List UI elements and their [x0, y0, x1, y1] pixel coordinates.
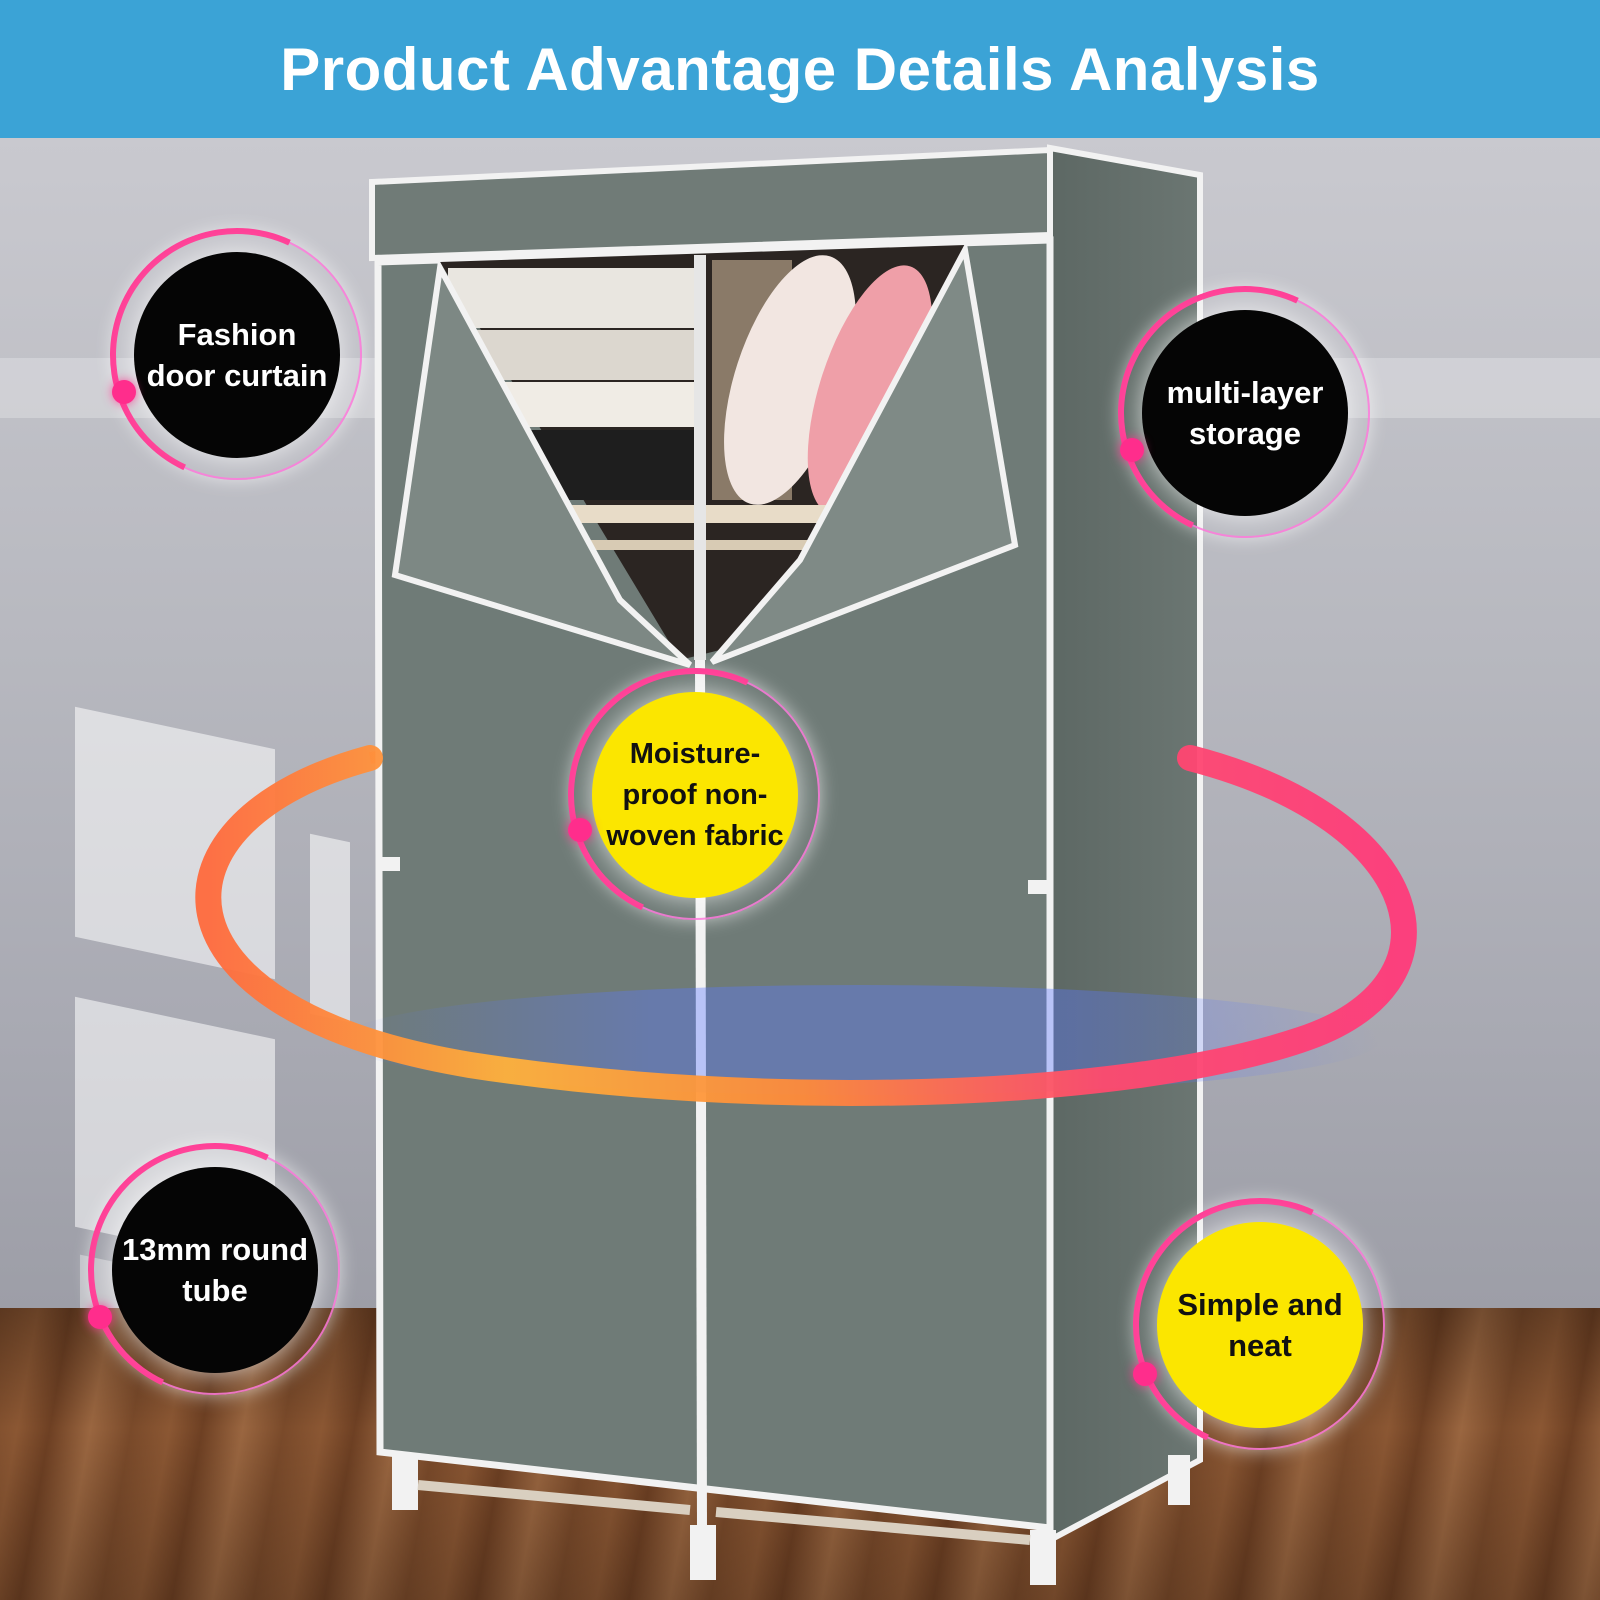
- feature-badge: multi-layer storage: [1082, 250, 1408, 576]
- feature-label: Fashion door curtain: [146, 317, 328, 393]
- badge-circle: 13mm round tube: [112, 1167, 318, 1373]
- page-title: Product Advantage Details Analysis: [280, 35, 1320, 103]
- badge-ring: [1135, 1200, 1385, 1450]
- zipper-tab: [1028, 880, 1050, 894]
- badge-dot: [1120, 438, 1144, 462]
- zipper-tab: [378, 857, 400, 871]
- wardrobe-top: [369, 146, 1053, 262]
- pillow: [807, 265, 933, 515]
- badge-ring: [570, 670, 820, 920]
- wardrobe-foot: [392, 1455, 418, 1510]
- wardrobe-foot: [1030, 1530, 1056, 1585]
- feature-label: multi-layer storage: [1166, 375, 1324, 451]
- feature-badge: Fashion door curtain: [74, 192, 400, 518]
- badge-circle: Moisture-proof non-woven fabric: [592, 692, 798, 898]
- feature-label: Moisture-proof non-woven fabric: [606, 737, 784, 852]
- feature-badge: Simple and neat: [1097, 1162, 1423, 1488]
- bottom-rail: [417, 1480, 691, 1515]
- badge-circle: multi-layer storage: [1142, 310, 1348, 516]
- curtain-flap-left: [391, 258, 693, 668]
- folded-clothes: [448, 268, 698, 328]
- title-banner: Product Advantage Details Analysis: [0, 0, 1600, 138]
- badge-circle: Fashion door curtain: [134, 252, 340, 458]
- feature-badge: 13mm round tube: [52, 1107, 378, 1433]
- badge-dot: [1133, 1362, 1157, 1386]
- badge-dot: [112, 380, 136, 404]
- wardrobe-foot: [690, 1525, 716, 1580]
- wardrobe-foot: [1168, 1455, 1190, 1505]
- badge-circle: Simple and neat: [1157, 1222, 1363, 1428]
- curtain-flap-right: [709, 240, 1019, 665]
- ring-front: [195, 745, 1417, 1106]
- badge-dot: [568, 818, 592, 842]
- badge-dot: [88, 1305, 112, 1329]
- feature-badge: Moisture-proof non-woven fabric: [532, 632, 858, 958]
- badge-ring: [90, 1145, 340, 1395]
- badge-ring: [1120, 288, 1370, 538]
- badge-ring: [112, 230, 362, 480]
- feature-label: Simple and neat: [1177, 1287, 1343, 1363]
- feature-label: 13mm round tube: [121, 1232, 309, 1308]
- bottom-rail: [715, 1507, 1031, 1545]
